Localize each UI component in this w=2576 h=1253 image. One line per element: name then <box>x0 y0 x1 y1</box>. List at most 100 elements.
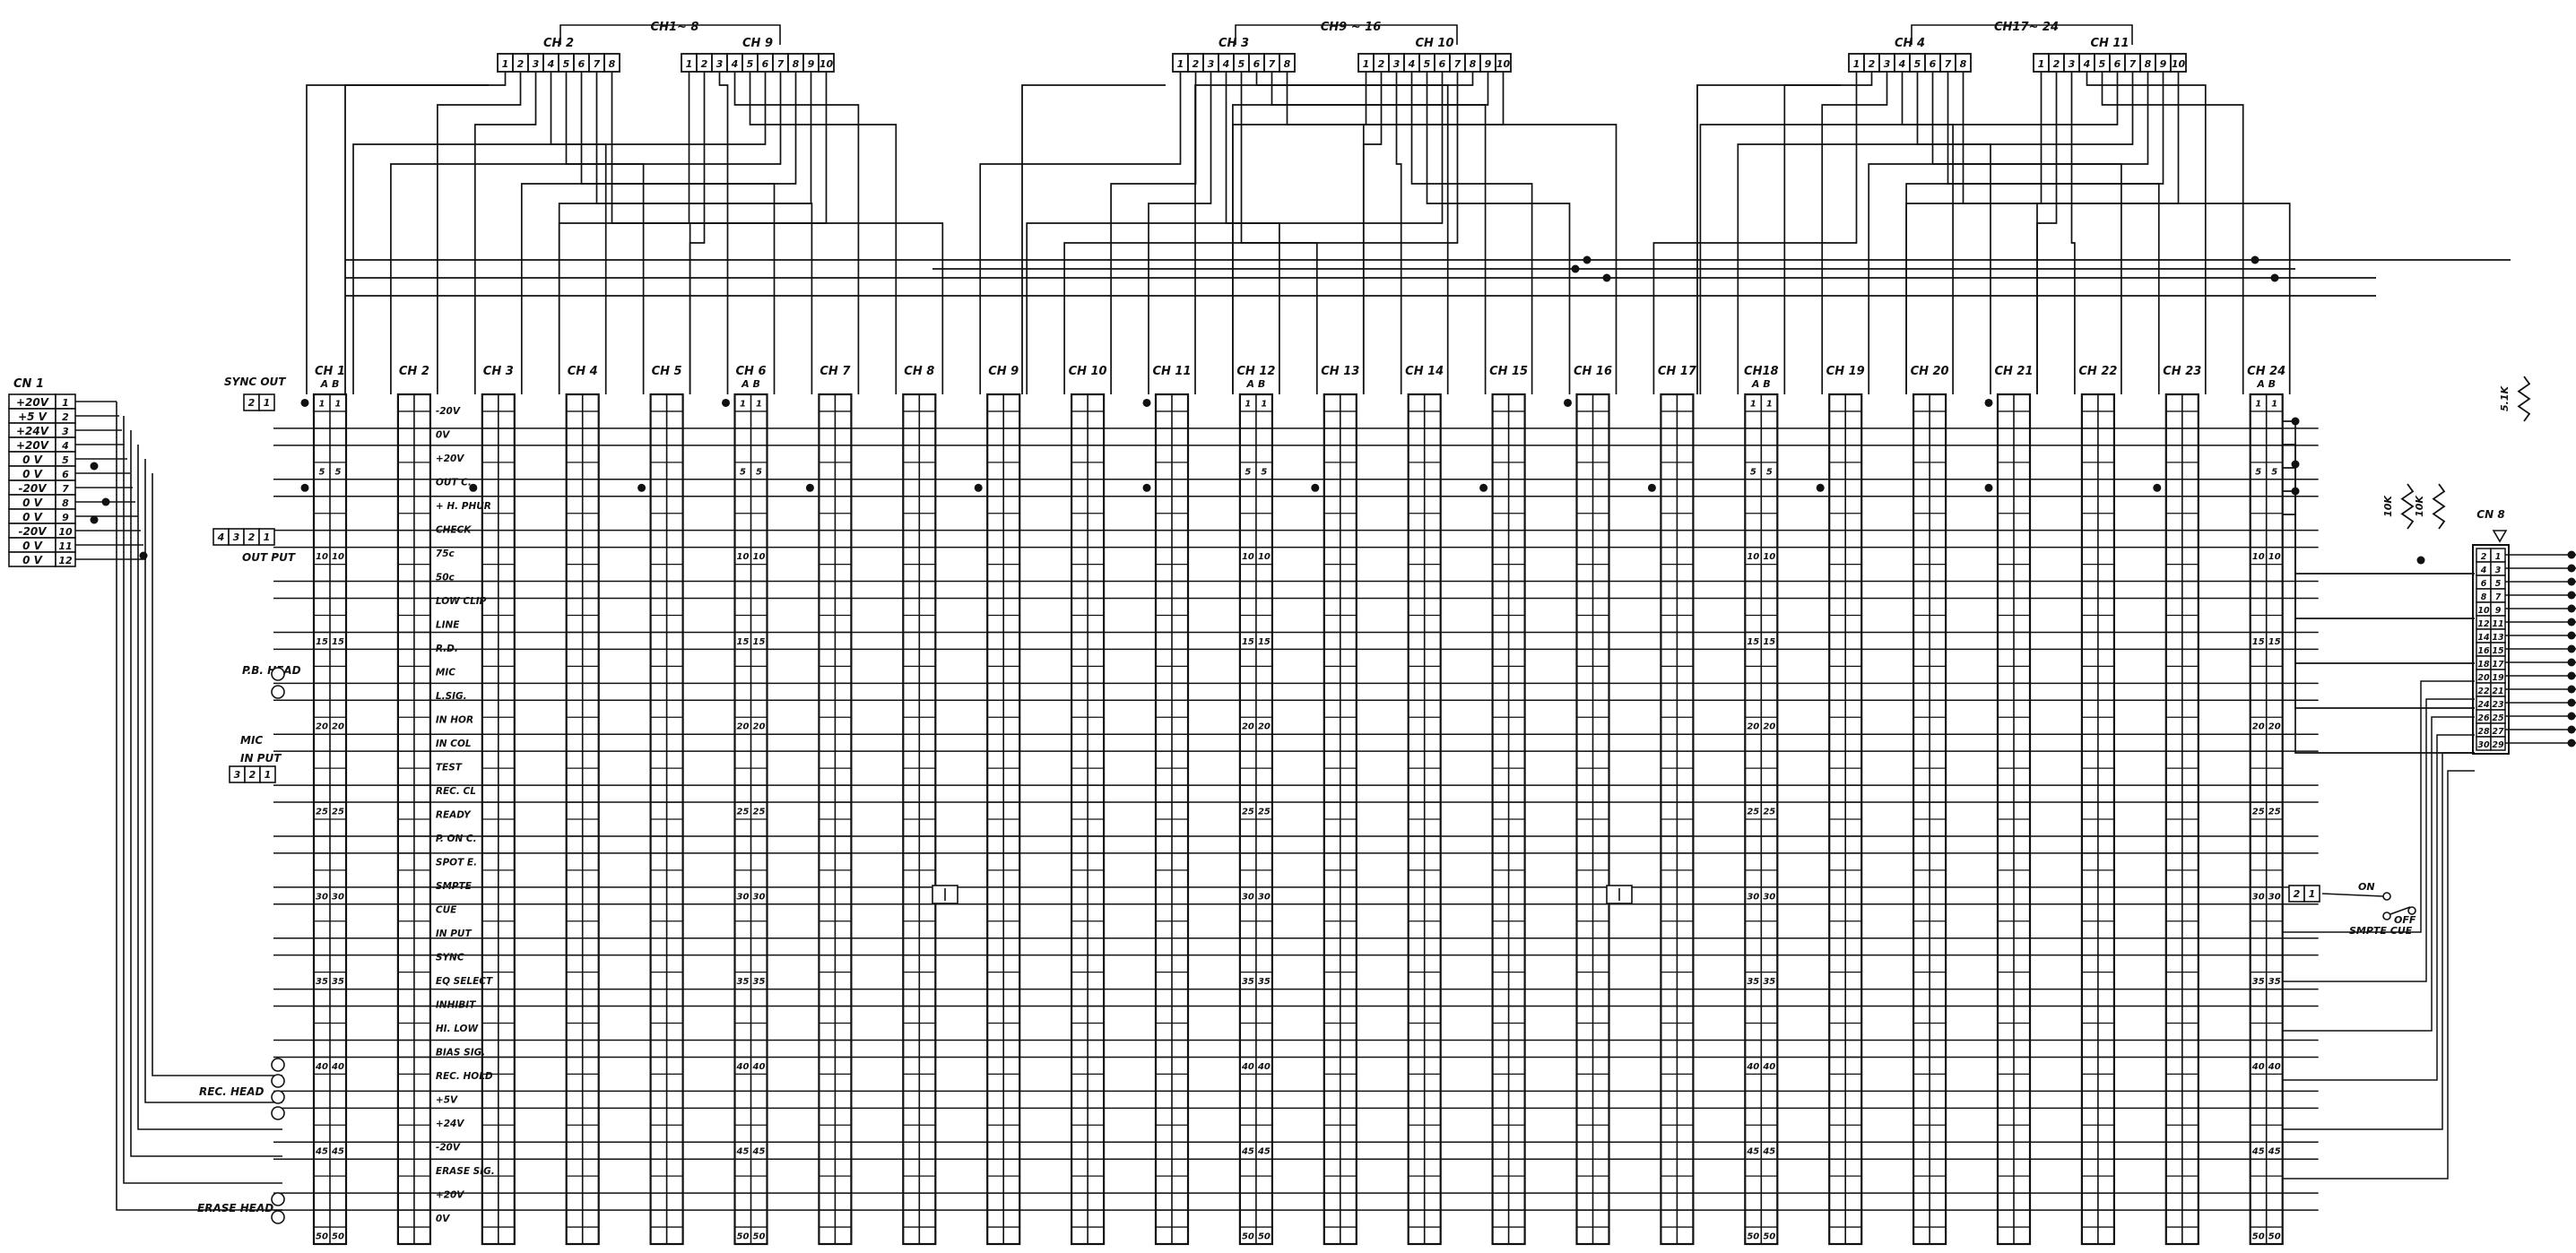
riser-wire <box>2070 72 2076 394</box>
pin-number: 40 <box>1746 1062 1759 1072</box>
signal-label: +20V <box>436 1190 464 1201</box>
pin-number: 25 <box>753 808 766 817</box>
switch-wire <box>2321 893 2384 897</box>
connector-pin: 3 <box>2069 58 2076 70</box>
connector-pin: 1 <box>502 58 509 70</box>
connector-pin: 3 <box>234 769 241 781</box>
pin-number: 20 <box>1763 722 1775 732</box>
pin-number: 1 <box>1750 399 1756 409</box>
pin-number: 1 <box>756 399 762 409</box>
riser-wire <box>580 72 776 394</box>
head-coil-symbol <box>271 1074 285 1088</box>
junction-dot <box>2567 604 2576 613</box>
feed-wire <box>344 84 489 394</box>
top-connector-label: CH 3 <box>1219 37 1249 50</box>
signal-label: +20V <box>436 454 464 464</box>
channel-label: CH 1 <box>315 365 345 378</box>
connector-pin: 2 <box>701 58 708 70</box>
riser-wire <box>718 72 729 394</box>
connector-pin: 7 <box>777 58 785 70</box>
connector-pin: 10 <box>2172 58 2186 70</box>
signal-label: 50c <box>436 573 455 583</box>
head-coil-symbol <box>271 685 285 699</box>
riser-wire <box>1652 72 1858 394</box>
connector-pin: 4 <box>2083 58 2091 70</box>
connector-pin: 1 <box>2309 888 2316 900</box>
pin-number: 5 <box>1261 467 1267 477</box>
riser-wire <box>1232 72 1367 394</box>
signal-label: EQ SELECT <box>436 976 493 987</box>
channel-label: CH 2 <box>399 365 429 378</box>
pin-number: 50 <box>316 1232 328 1242</box>
pin-number: 15 <box>1242 637 1254 647</box>
connector-pin: 4 <box>1222 58 1230 70</box>
pin-number: 35 <box>2268 977 2281 987</box>
riser-wire <box>565 72 645 394</box>
pin-number: 45 <box>2268 1147 2281 1157</box>
connector-pin: 8 <box>1284 58 1291 70</box>
cn8-pin: 2 <box>2481 552 2487 562</box>
signal-label: CUE <box>436 905 457 916</box>
cn8-pin: 27 <box>2492 727 2504 737</box>
junction-dot <box>805 483 814 492</box>
rec-head-label: REC. HEAD <box>199 1085 265 1098</box>
channel-label: CH 24 <box>2247 365 2285 378</box>
pin-number: 5 <box>2271 467 2277 477</box>
connector-pin: 7 <box>1945 58 1952 70</box>
pin-number: 50 <box>1242 1232 1254 1242</box>
pin-number: 1 <box>2271 399 2277 409</box>
channel-label: CH 20 <box>1911 365 1949 378</box>
riser-wire <box>1362 72 1505 394</box>
signal-label: 0V <box>436 430 450 441</box>
signal-label: -20V <box>436 1143 461 1154</box>
cn8-pin: 15 <box>2492 646 2504 656</box>
signal-label: MIC <box>436 668 455 678</box>
top-group-label: CH9 ~ 16 <box>1321 21 1382 34</box>
riser-wire <box>611 72 944 394</box>
power-return-wire <box>152 473 282 1076</box>
cn8-pin: 10 <box>2477 606 2490 616</box>
connector-pin: 3 <box>533 58 540 70</box>
junction-dot <box>1142 483 1151 492</box>
pin-number: 25 <box>2268 808 2281 817</box>
pin-number: 50 <box>332 1232 344 1242</box>
junction-dot <box>101 497 110 506</box>
channel-connector: CH 23 <box>2163 365 2201 1246</box>
signal-label: +5V <box>436 1095 458 1106</box>
junction-dot <box>2567 618 2576 626</box>
pin-number: 50 <box>2268 1232 2281 1242</box>
riser-wire <box>1286 72 1618 394</box>
connector-pin: 4 <box>1898 58 1906 70</box>
power-rail-name: +24V <box>16 425 50 437</box>
pin-number: 50 <box>753 1232 766 1242</box>
signal-label: + H. PHUR <box>436 501 491 512</box>
pin-number: 40 <box>752 1062 766 1072</box>
pin-number: 35 <box>737 977 750 987</box>
junction-dot <box>1142 398 1151 407</box>
pin-number: 30 <box>753 892 766 902</box>
riser-wire <box>1271 72 1487 394</box>
channel-ab-label: A B <box>1751 378 1771 390</box>
riser-wire <box>1737 72 2134 394</box>
junction-dot <box>2567 671 2576 680</box>
return-wire <box>2282 698 2475 982</box>
signal-label: 0V <box>436 1214 450 1224</box>
pin-number: 45 <box>1762 1147 1775 1157</box>
channel-connector: CH 21 <box>1994 365 2034 1246</box>
return-wire <box>2282 770 2475 1180</box>
connector-label: OUT PUT <box>242 551 296 564</box>
riser-wire <box>1194 72 1474 394</box>
pin-number: 30 <box>1258 892 1271 902</box>
connector-pin: 9 <box>1485 58 1492 70</box>
channel-ab-label: A B <box>1246 378 1266 390</box>
pin-number: 10 <box>1747 552 1759 562</box>
connector-pin: 8 <box>793 58 800 70</box>
riser-wire <box>1026 72 1444 394</box>
switch-lever <box>2390 906 2411 915</box>
channel-connector: CH 14 <box>1405 365 1444 1246</box>
